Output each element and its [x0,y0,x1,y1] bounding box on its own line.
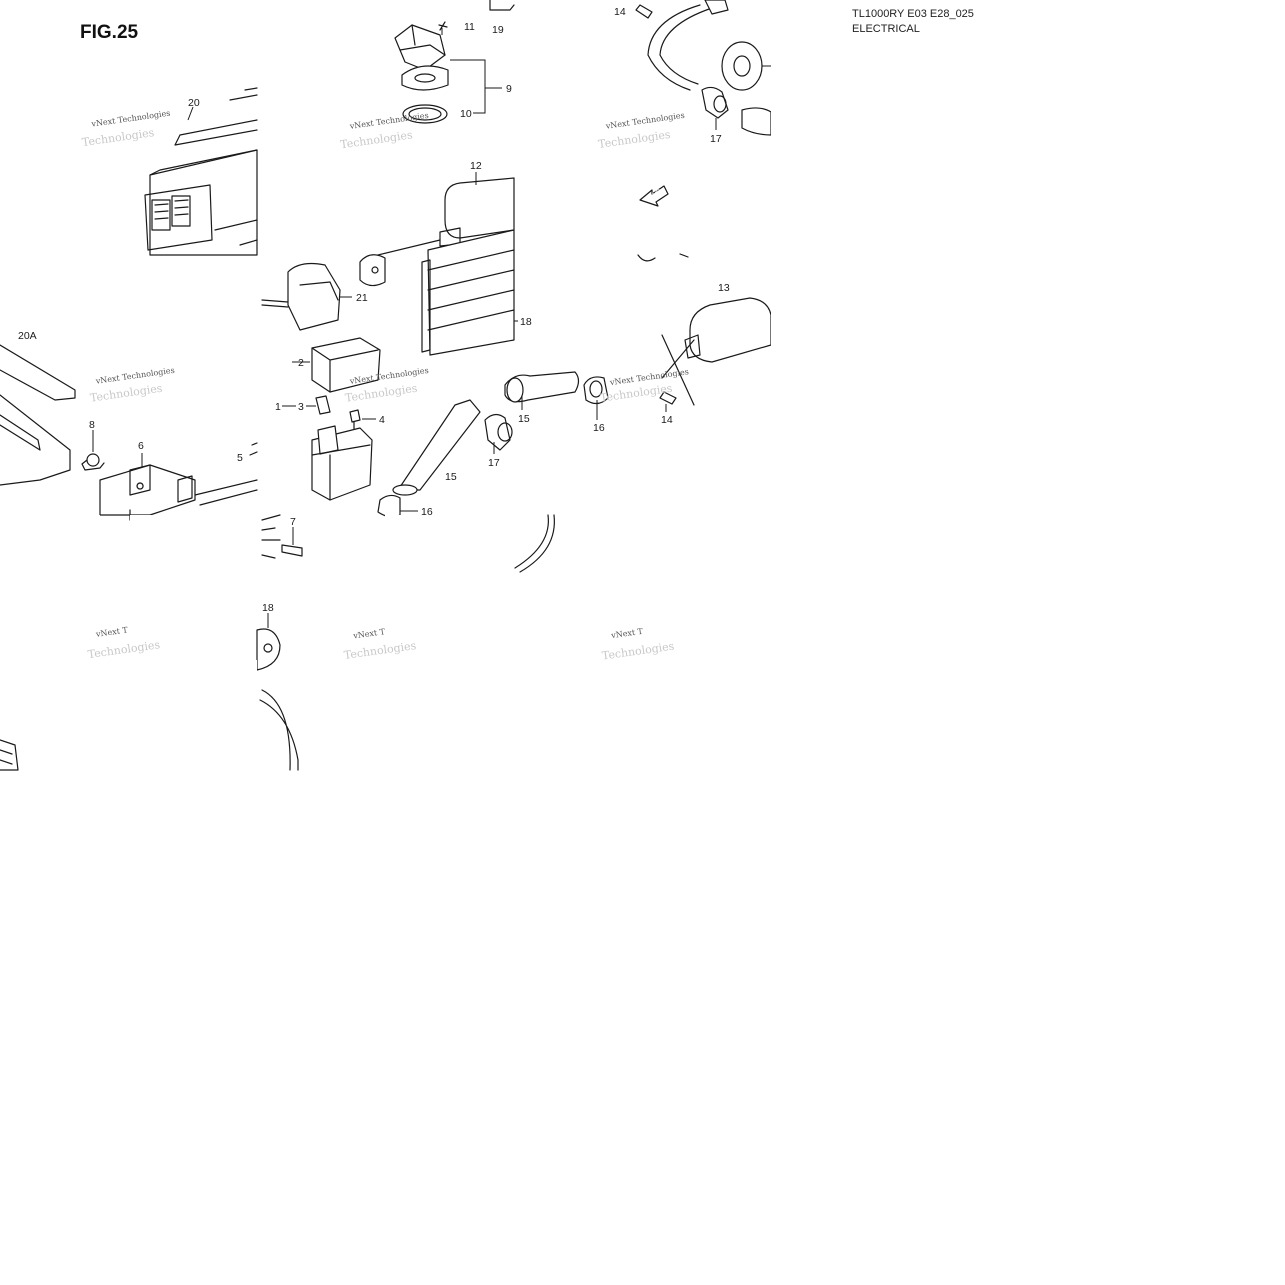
watermark-bg: Technologies [81,126,155,149]
watermark: vNext Technologies [604,111,685,131]
figure-title: FIG.25 [80,22,139,43]
callout-19: 19 [492,24,504,36]
model-header-overlay: TL1000RY E03 E28_025 ELECTRICAL [852,7,974,37]
watermark-bg: Technologies [343,639,417,662]
tile2-callouts: 11 19 9 10 12 21 18 2 1 3 4 15 17 16 7 1… [262,21,532,628]
callout-13: 13 [718,282,730,294]
watermark-bg: Technologies [339,128,413,151]
callout-17-lower: 17 [488,457,500,469]
model-code: TL1000RY E03 E28_025 [852,8,974,20]
watermark: vNext Technologies [348,111,429,131]
watermark-bg: Technologies [597,128,671,151]
callout-11: 11 [464,21,475,33]
fwd-arrow-icon [639,185,669,207]
watermark: vNext Technologies [94,366,175,386]
watermark-bg: Technologies [87,638,161,661]
callout-5: 5 [237,452,243,464]
watermark: vNext T [352,627,386,641]
callout-3: 3 [298,401,304,413]
callout-15-lower: 15 [445,471,457,483]
tile1-callouts: 20 20A 8 6 5 [18,97,243,468]
callout-18-top: 18 [520,316,532,328]
callout-14-lower: 14 [661,414,673,426]
callout-21: 21 [356,292,368,304]
callout-18-bottom: 18 [262,602,274,614]
callout-15-upper: 15 [518,413,530,425]
tile3-callouts: 14 17 13 15 16 14 FWD [518,6,730,434]
watermark: vNext T [94,625,128,639]
callout-7: 7 [290,516,296,528]
callout-20: 20 [188,97,200,109]
section-name: ELECTRICAL [852,23,920,35]
callout-4: 4 [379,414,385,426]
callout-10: 10 [460,108,472,120]
ignition-coil-group [256,0,515,771]
callout-1: 1 [275,401,281,413]
callout-20a: 20A [18,330,37,342]
watermark: vNext T [610,627,644,641]
watermark-bg: Technologies [601,640,675,663]
callout-14-top: 14 [614,6,626,18]
callout-16-lower: 16 [421,506,433,518]
watermark: vNext Technologies [90,109,171,129]
callout-12: 12 [470,160,482,172]
callout-8: 8 [89,419,95,431]
starter-plug-group [504,0,772,573]
callout-6: 6 [138,440,144,452]
ecu-assembly [0,87,258,771]
callout-9: 9 [506,83,512,95]
callout-2: 2 [298,357,304,369]
callout-17-upper: 17 [710,133,722,145]
callout-16-upper: 16 [593,422,605,434]
